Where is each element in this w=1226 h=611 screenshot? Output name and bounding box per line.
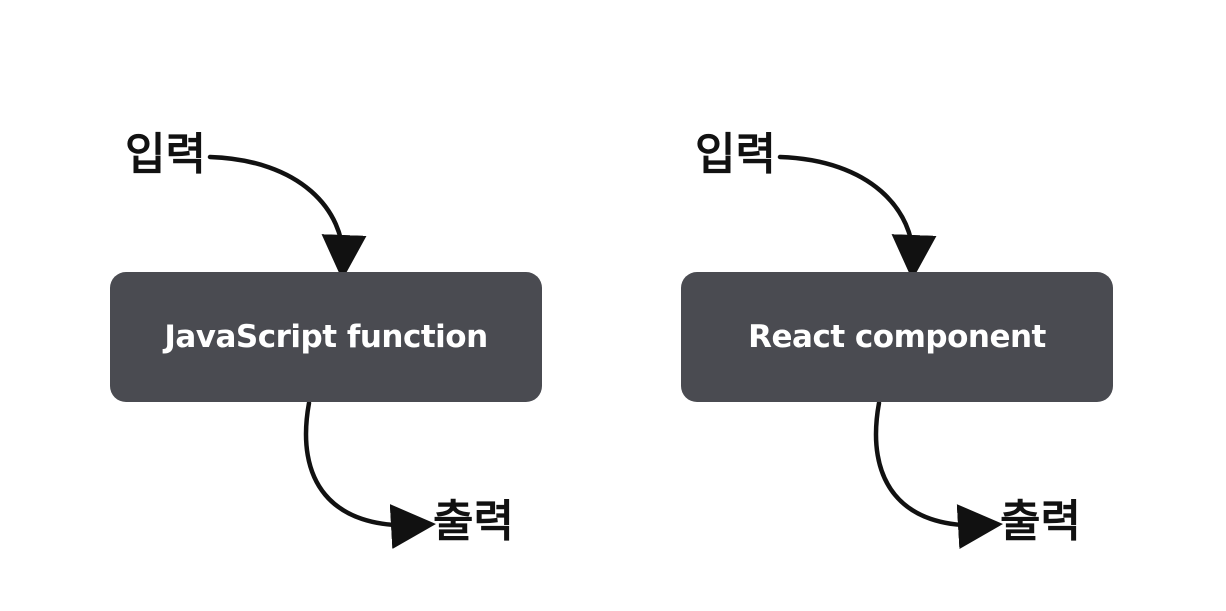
output-arrow-left xyxy=(303,400,436,549)
react-component-box: React component xyxy=(681,272,1113,402)
javascript-function-box: JavaScript function xyxy=(110,272,542,402)
input-arrow-right xyxy=(777,154,937,280)
output-label-right: 출력 xyxy=(1000,496,1081,547)
input-arrow-left xyxy=(207,154,367,280)
output-label-left: 출력 xyxy=(433,496,514,547)
input-label-right: 입력 xyxy=(695,129,776,180)
output-arrow-right xyxy=(873,400,1003,550)
box-label-left: JavaScript function xyxy=(164,319,488,355)
box-label-right: React component xyxy=(748,319,1046,355)
input-label-left: 입력 xyxy=(125,129,206,180)
